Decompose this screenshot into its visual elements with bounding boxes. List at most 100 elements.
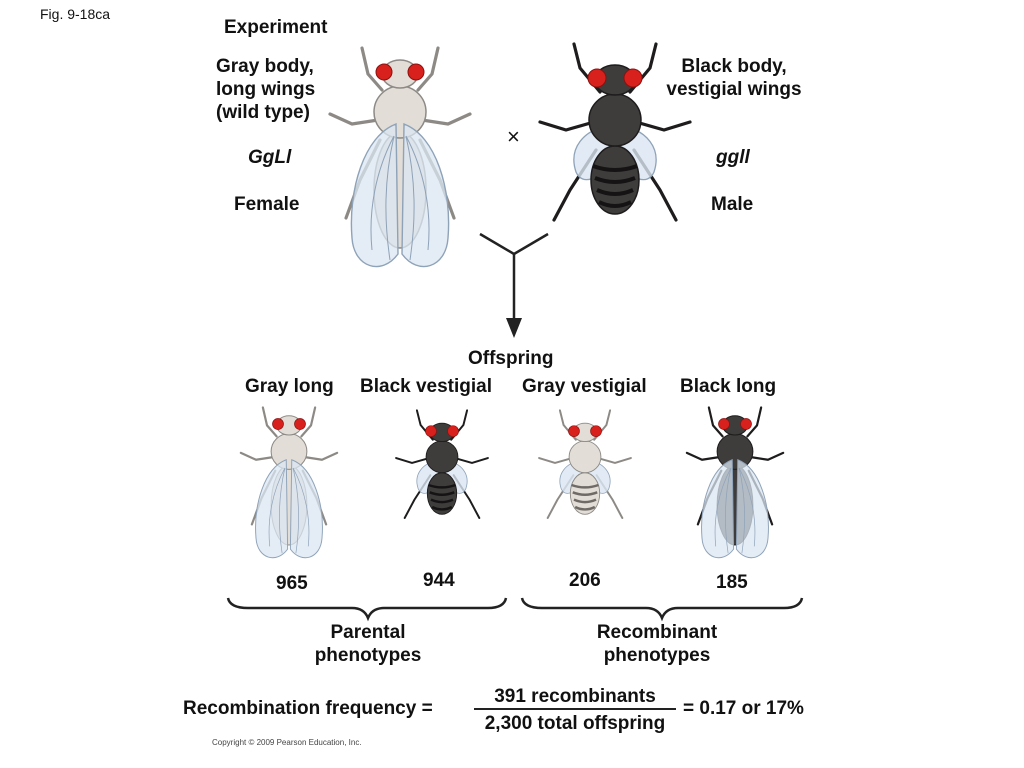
abdomen-band — [596, 188, 634, 196]
left-eye — [272, 418, 284, 430]
leg — [395, 457, 431, 464]
parental-line1: Parental — [330, 622, 406, 643]
right-wing — [735, 459, 769, 559]
right-eye — [294, 418, 306, 430]
cross-symbol: × — [507, 124, 520, 149]
formula-result: = 0.17 or 17% — [683, 698, 804, 719]
offspring-fly-black-long — [685, 406, 785, 559]
down-arrow-icon — [506, 318, 522, 338]
male-phenotype-line1: Black body, — [681, 56, 787, 77]
parental-phenotypes-label: Parental phenotypes — [288, 621, 448, 667]
right-eye — [740, 418, 752, 430]
cross-connector-lines — [479, 232, 549, 320]
count-gray-long: 965 — [276, 573, 308, 594]
left-wing-veins — [714, 467, 732, 554]
formula-lhs: Recombination frequency = — [183, 698, 433, 719]
thorax — [270, 433, 308, 470]
abdomen-band — [429, 491, 455, 496]
left-eye — [375, 63, 393, 81]
leg — [261, 406, 278, 438]
offspring-heading: Offspring — [468, 348, 554, 369]
copyright-notice: Copyright © 2009 Pearson Education, Inc. — [212, 738, 362, 747]
male-sex-label: Male — [711, 194, 754, 215]
left-eye — [425, 425, 437, 437]
parental-line2: phenotypes — [314, 645, 422, 666]
abdomen-band — [572, 491, 598, 496]
count-gray-vestigial: 206 — [569, 570, 601, 591]
parental-brace — [226, 597, 508, 622]
abdomen-band — [428, 483, 456, 489]
right-eye — [407, 63, 425, 81]
leg — [453, 457, 489, 464]
right-wing — [289, 459, 323, 559]
female-fly-gray-long-wings — [328, 46, 472, 268]
left-wing-veins — [370, 135, 395, 261]
left-wing — [255, 459, 289, 559]
leg — [538, 457, 574, 464]
offspring-label-black-vestigial: Black vestigial — [360, 376, 493, 397]
abdomen-band — [431, 505, 453, 511]
male-genotype: ggll — [716, 147, 750, 168]
female-phenotype-line1: Gray body, — [216, 56, 314, 77]
abdomen-band — [430, 498, 454, 504]
recombinant-phenotypes-label: Recombinant phenotypes — [572, 621, 742, 667]
right-wing-veins — [738, 467, 756, 554]
abdomen-band — [574, 505, 596, 511]
figure-label: Fig. 9-18ca — [40, 6, 111, 22]
right-eye — [623, 68, 643, 88]
right-wing-veins — [292, 467, 310, 554]
offspring-label-gray-long: Gray long — [245, 376, 334, 397]
right-wing-veins — [405, 135, 430, 261]
left-eye — [568, 425, 580, 437]
left-eye — [718, 418, 730, 430]
female-phenotype-label: Gray body, long wings (wild type) — [216, 55, 315, 124]
leg — [596, 457, 632, 464]
formula-denominator: 2,300 total offspring — [484, 713, 666, 734]
leg — [707, 406, 724, 438]
fly-group — [538, 409, 632, 519]
leg — [328, 112, 380, 126]
count-black-long: 185 — [716, 572, 748, 593]
abdomen-band — [598, 200, 632, 208]
offspring-fly-gray-long — [239, 406, 339, 559]
leg — [685, 451, 721, 461]
count-black-vestigial: 944 — [423, 570, 455, 591]
recombinant-line2: phenotypes — [603, 645, 711, 666]
male-phenotype-line2: vestigial wings — [666, 79, 802, 100]
female-genotype: GgLl — [248, 147, 292, 168]
thorax — [425, 440, 459, 474]
right-eye — [447, 425, 459, 437]
abdomen-band — [592, 164, 638, 172]
male-fly-black-vestigial-wings — [538, 42, 692, 222]
formula-numerator: 391 recombinants — [494, 686, 656, 707]
female-phenotype-line3: (wild type) — [216, 102, 310, 123]
leg — [360, 46, 384, 92]
offspring-fly-black-vestigial — [395, 409, 489, 519]
offspring-label-black-long: Black long — [680, 376, 777, 397]
left-wing — [701, 459, 735, 559]
female-sex-label: Female — [234, 194, 300, 215]
recombinant-line1: Recombinant — [596, 622, 718, 643]
leg — [634, 120, 692, 132]
offspring-label-gray-vestigial: Gray vestigial — [522, 376, 647, 397]
right-eye — [590, 425, 602, 437]
leg — [420, 112, 472, 126]
left-wing-veins — [268, 467, 286, 554]
fly-group — [685, 406, 785, 559]
experiment-heading: Experiment — [224, 17, 328, 38]
male-phenotype-label: Black body, vestigial wings — [650, 55, 818, 101]
fly-group — [538, 42, 692, 222]
abdomen-band — [573, 498, 597, 504]
leg — [538, 120, 596, 132]
recombinant-brace — [520, 597, 804, 622]
leg — [303, 451, 339, 461]
female-phenotype-line2: long wings — [216, 79, 316, 100]
leg — [239, 451, 275, 461]
offspring-fly-gray-vestigial — [538, 409, 632, 519]
abdomen-band — [571, 483, 599, 489]
leg — [746, 406, 763, 438]
fly-group — [395, 409, 489, 519]
leg — [300, 406, 317, 438]
fly-group — [239, 406, 339, 559]
